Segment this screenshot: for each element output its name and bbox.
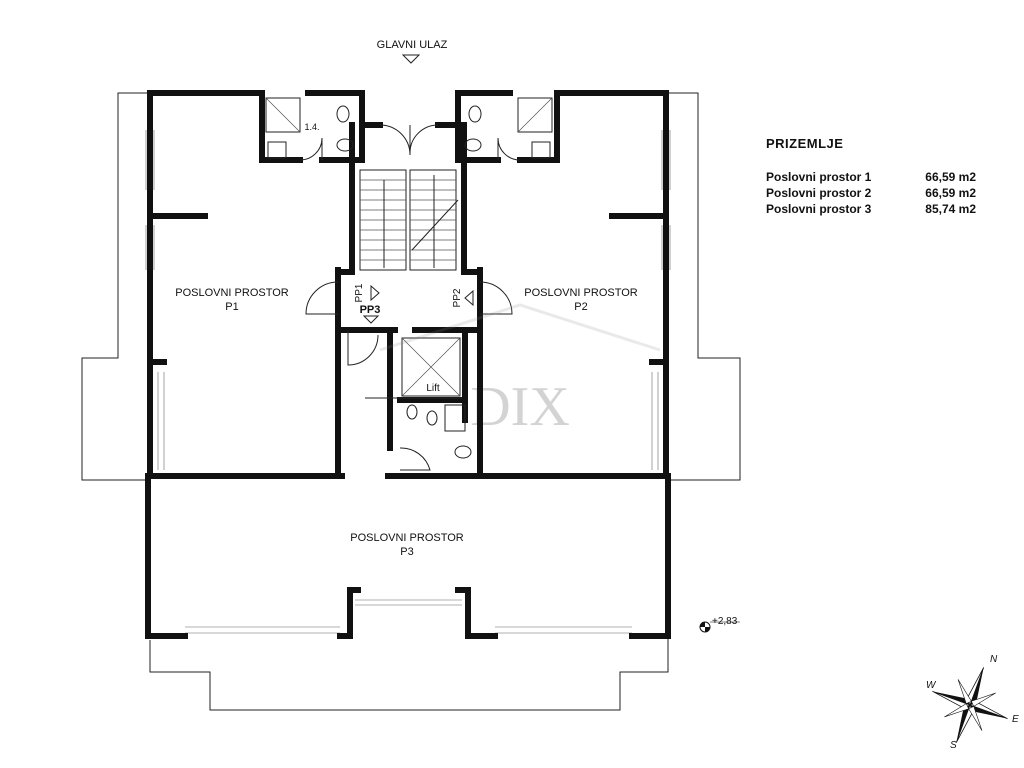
terrace-outline-right	[668, 92, 741, 481]
room-p3-code: P3	[400, 546, 413, 558]
walls-p3	[145, 473, 671, 639]
compass-icon	[932, 667, 1008, 743]
shower-core	[444, 404, 466, 432]
bidet-core	[426, 410, 438, 426]
toilet-p2	[468, 105, 482, 123]
walls-p1	[145, 90, 365, 479]
entrance-arrow-icon	[401, 54, 421, 64]
room-p1-name: POSLOVNI PROSTOR	[175, 287, 289, 299]
basin-p2	[464, 138, 482, 152]
sink-p1	[267, 141, 287, 159]
elevation-label: +2,83	[712, 616, 738, 627]
entrance-label: GLAVNI ULAZ	[377, 39, 448, 51]
legend-name-1: Poslovni prostor 1	[766, 170, 872, 184]
legend-row: Poslovni prostor 1 66,59 m2	[766, 169, 976, 185]
legend-title: PRIZEMLJE	[766, 136, 844, 151]
watermark: DIX	[379, 303, 661, 438]
compass-n: N	[990, 654, 998, 665]
legend-area-2: 66,59 m2	[925, 186, 976, 200]
sink-p2	[531, 141, 551, 159]
legend-area-3: 85,74 m2	[925, 202, 976, 216]
entrance-door	[379, 54, 439, 156]
compass-w: W	[926, 680, 937, 691]
room-p1-code: P1	[225, 301, 238, 313]
tag-room-number: 1.4.	[304, 122, 319, 132]
pp3-arrow-icon	[362, 315, 380, 324]
stair-treads	[359, 169, 459, 271]
windows	[145, 130, 671, 634]
tag-pp2: PP2	[452, 288, 463, 307]
shower-p2	[517, 97, 553, 133]
legend-name-2: Poslovni prostor 2	[766, 186, 872, 200]
basin-p1	[336, 138, 354, 152]
terrace-outline-left	[81, 92, 148, 481]
tag-lift: Lift	[426, 383, 440, 394]
legend-name-3: Poslovni prostor 3	[766, 202, 872, 216]
legend-area-1: 66,59 m2	[925, 170, 976, 184]
legend-row: Poslovni prostor 3 85,74 m2	[766, 201, 976, 217]
watermark-text: DIX	[470, 376, 570, 438]
bathroom-fixtures	[265, 97, 553, 459]
room-p2-name: POSLOVNI PROSTOR	[524, 287, 638, 299]
elevation-marker	[699, 621, 740, 633]
terrace-outline-bottom	[149, 636, 669, 711]
shower-p1	[265, 97, 301, 133]
toilet-p1	[336, 105, 350, 123]
walls-p2	[385, 90, 671, 479]
pp2-arrow-icon	[464, 289, 474, 307]
room-p3-name: POSLOVNI PROSTOR	[350, 532, 464, 544]
tag-pp1: PP1	[354, 283, 365, 302]
legend-row: Poslovni prostor 2 66,59 m2	[766, 185, 976, 201]
tag-pp3: PP3	[360, 304, 381, 316]
basin-core	[454, 445, 472, 459]
room-p2-code: P2	[574, 301, 587, 313]
toilet-core	[406, 404, 418, 420]
compass-s: S	[950, 740, 957, 751]
doors	[299, 137, 521, 471]
compass-e: E	[1012, 714, 1019, 725]
pp1-arrow-icon	[370, 284, 380, 302]
lift-shaft	[365, 337, 462, 399]
area-legend: PRIZEMLJE Poslovni prostor 1 66,59 m2 Po…	[766, 136, 976, 217]
